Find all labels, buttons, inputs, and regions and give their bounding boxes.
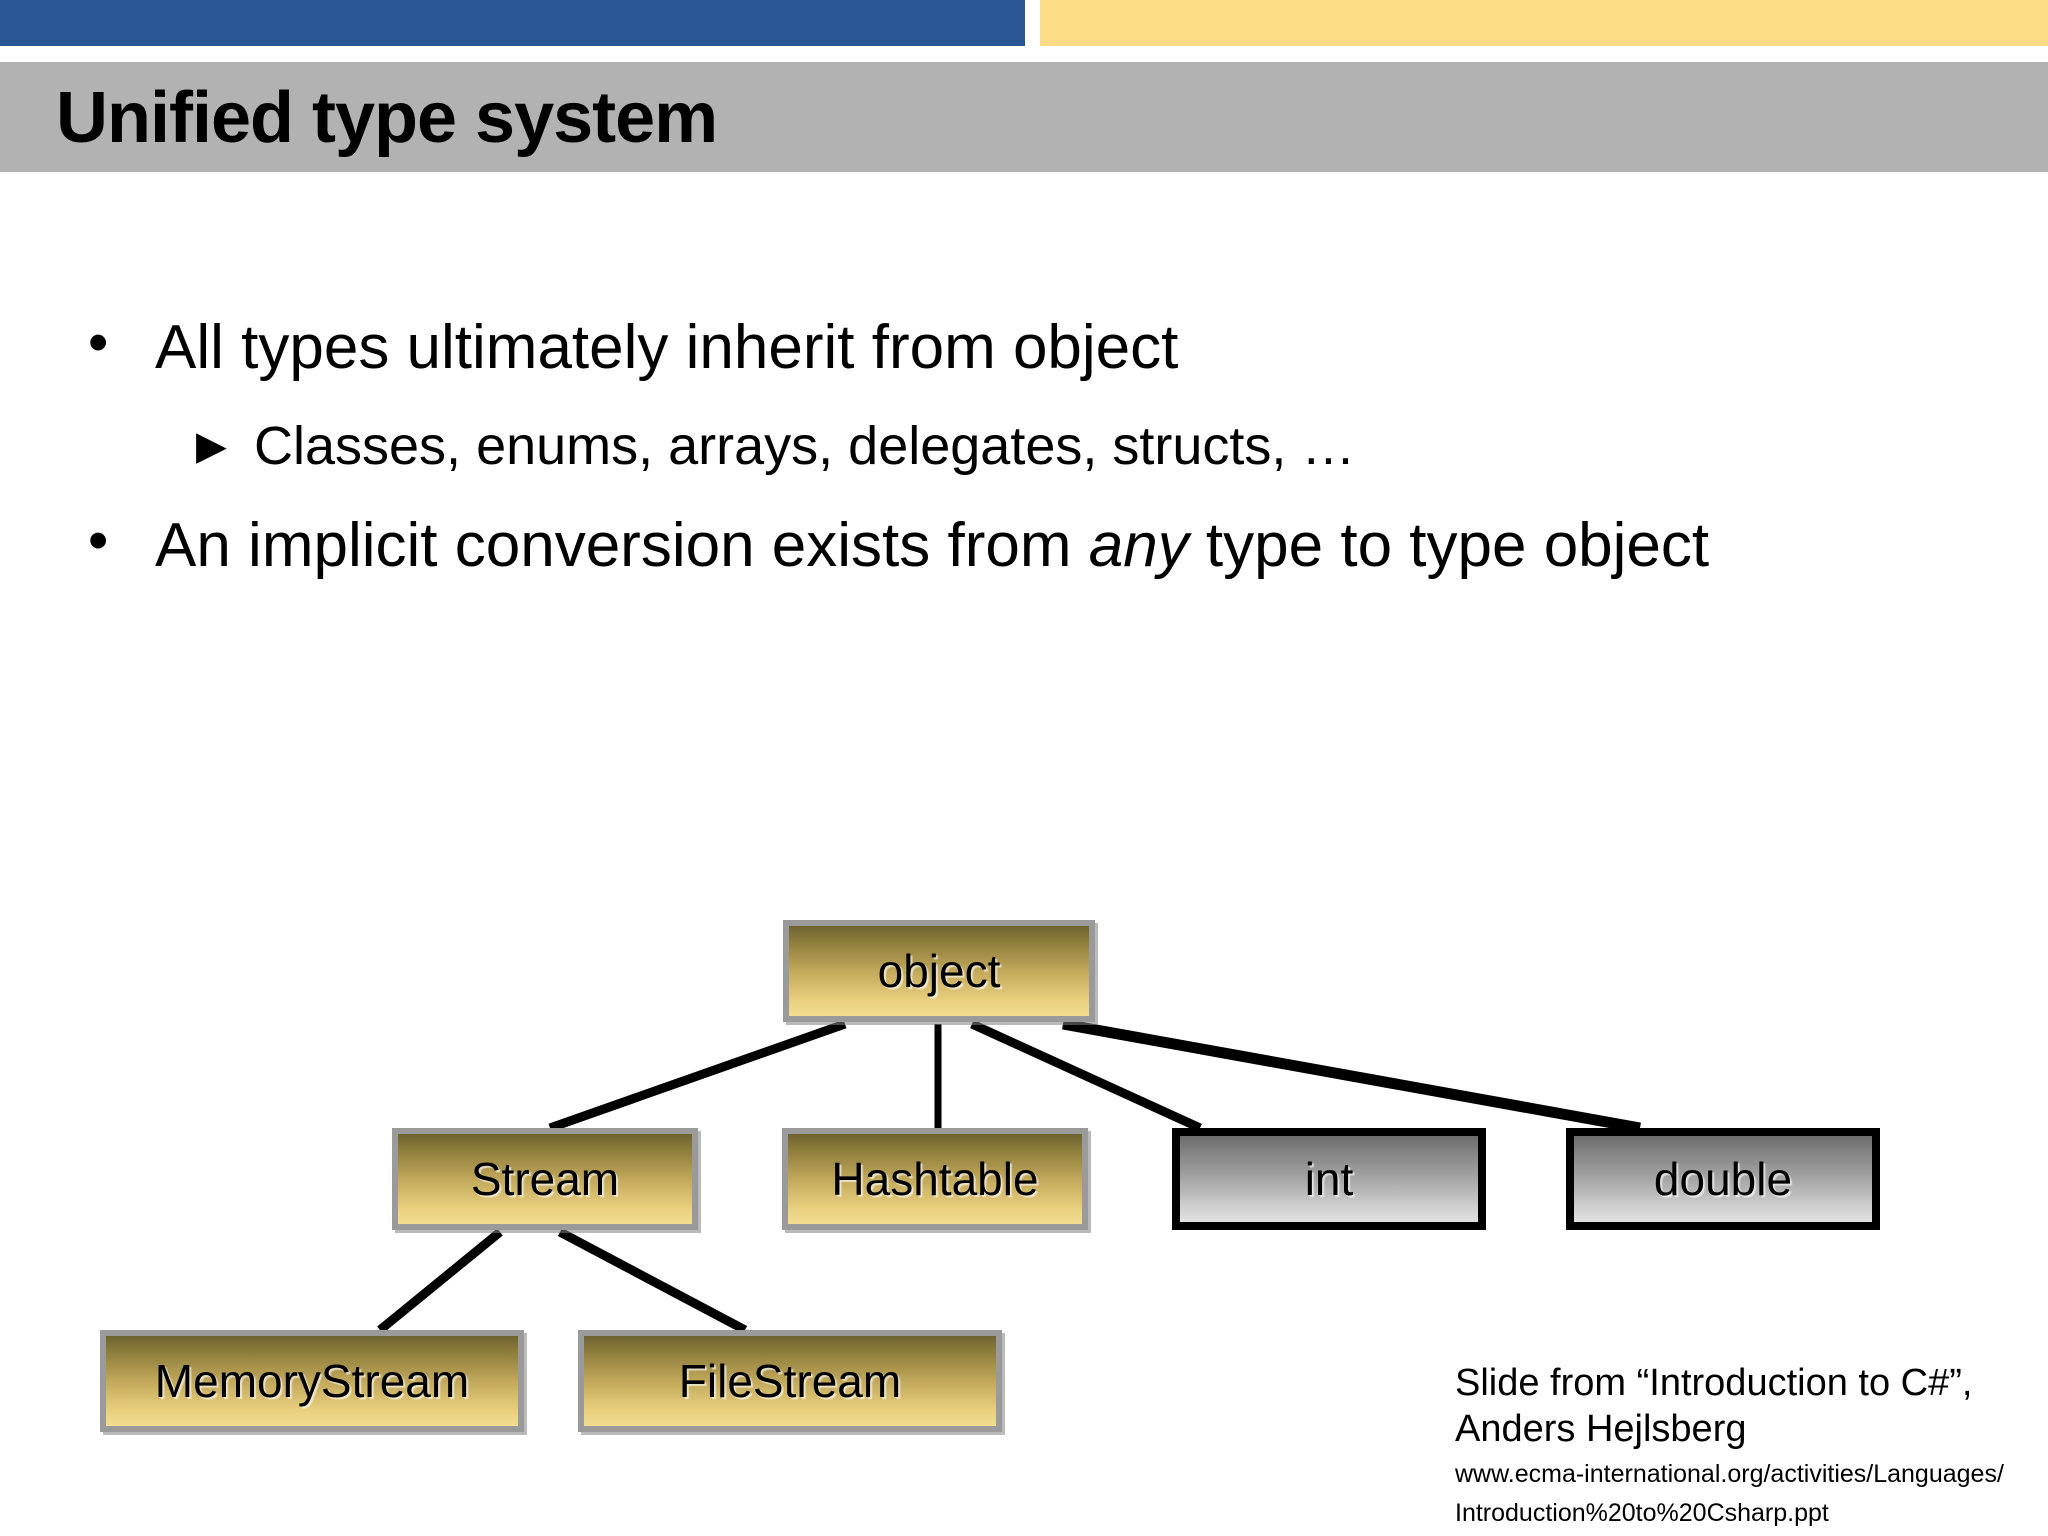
node-filestream-label: FileStream bbox=[678, 1355, 902, 1407]
node-object[interactable]: object bbox=[783, 920, 1095, 1022]
bullet-item-3-text-after: type to type object bbox=[1188, 511, 1710, 580]
attribution-line-2: Anders Hejlsberg bbox=[1455, 1408, 1747, 1450]
title-band bbox=[0, 62, 2048, 172]
bullet-item-3-label: An implicit conversion exists from any t… bbox=[155, 498, 1945, 594]
bullet-item-3-emphasis: any bbox=[1088, 511, 1189, 580]
bullet-item-2: ▶ Classes, enums, arrays, delegates, str… bbox=[0, 406, 2048, 486]
node-int[interactable]: int bbox=[1172, 1128, 1486, 1230]
edge-stream-to-memorystream bbox=[377, 1228, 503, 1334]
attribution-url-line-2: Introduction%20to%20Csharp.ppt bbox=[1455, 1499, 1829, 1527]
edge-object-to-stream bbox=[548, 1019, 847, 1133]
edge-object-to-double bbox=[1062, 1018, 1641, 1134]
bullet-dot-icon: • bbox=[88, 508, 109, 573]
bullet-item-1: • All types ultimately inherit from obje… bbox=[0, 300, 2048, 396]
bullet-item-2-label: Classes, enums, arrays, delegates, struc… bbox=[254, 416, 1356, 476]
bullet-item-1-label: All types ultimately inherit from object bbox=[155, 313, 1179, 382]
attribution-url-line-1: www.ecma-international.org/activities/La… bbox=[1455, 1460, 2004, 1488]
node-memorystream[interactable]: MemoryStream bbox=[100, 1330, 524, 1432]
node-int-label: int bbox=[1304, 1153, 1354, 1205]
attribution: Slide from “Introduction to C#”, Anders … bbox=[1455, 1360, 2015, 1530]
bullet-list: • All types ultimately inherit from obje… bbox=[0, 300, 2048, 604]
attribution-line-1: Slide from “Introduction to C#”, bbox=[1455, 1362, 1973, 1404]
decor-bar-yellow bbox=[1040, 0, 2048, 46]
node-stream[interactable]: Stream bbox=[392, 1128, 698, 1230]
node-double-label: double bbox=[1653, 1153, 1793, 1205]
node-filestream[interactable]: FileStream bbox=[578, 1330, 1002, 1432]
node-hashtable[interactable]: Hashtable bbox=[782, 1128, 1088, 1230]
node-stream-label: Stream bbox=[470, 1153, 620, 1205]
triangle-right-arrow-icon: ▶ bbox=[196, 424, 227, 468]
edge-stream-to-filestream bbox=[557, 1228, 748, 1334]
node-hashtable-label: Hashtable bbox=[831, 1153, 1039, 1205]
bullet-item-3: • An implicit conversion exists from any… bbox=[0, 498, 2048, 594]
node-double[interactable]: double bbox=[1566, 1128, 1880, 1230]
decor-bar-blue bbox=[0, 0, 1025, 46]
page-title: Unified type system bbox=[56, 78, 718, 158]
bullet-dot-icon: • bbox=[88, 310, 109, 375]
node-memorystream-label: MemoryStream bbox=[154, 1355, 470, 1407]
edge-object-to-int bbox=[970, 1019, 1202, 1133]
node-object-label: object bbox=[877, 945, 1001, 997]
bullet-item-3-text-before: An implicit conversion exists from bbox=[155, 511, 1089, 580]
